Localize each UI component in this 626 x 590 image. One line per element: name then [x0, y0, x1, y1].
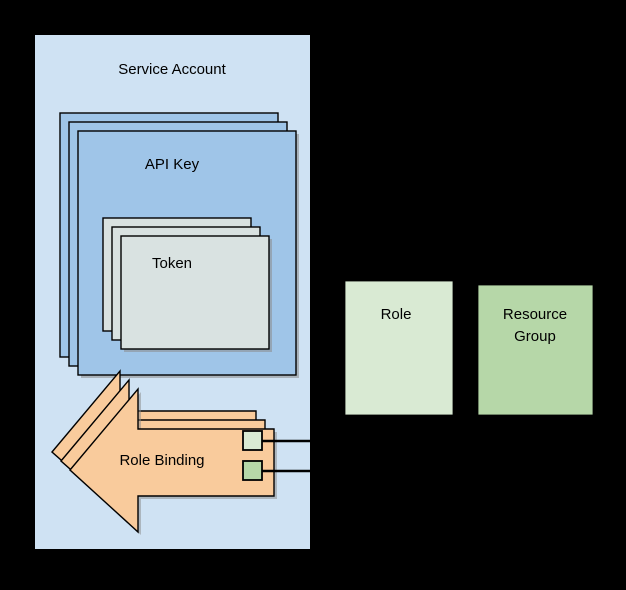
role-binding-label: Role Binding — [119, 452, 204, 469]
resource-group-connector-swatch[interactable] — [242, 460, 263, 481]
token-card-front[interactable] — [120, 235, 270, 350]
resource-group-box[interactable] — [477, 284, 594, 416]
resource-group-label-line2: Group — [514, 328, 556, 345]
role-box[interactable] — [344, 280, 454, 416]
role-binding-arrow-front[interactable] — [69, 387, 275, 534]
token-label: Token — [152, 255, 192, 272]
role-label: Role — [381, 306, 412, 323]
service-account-label: Service Account — [118, 61, 226, 78]
resource-group-label-line1: Resource — [503, 306, 567, 323]
api-key-label: API Key — [145, 156, 200, 173]
role-connector-swatch[interactable] — [242, 430, 263, 451]
